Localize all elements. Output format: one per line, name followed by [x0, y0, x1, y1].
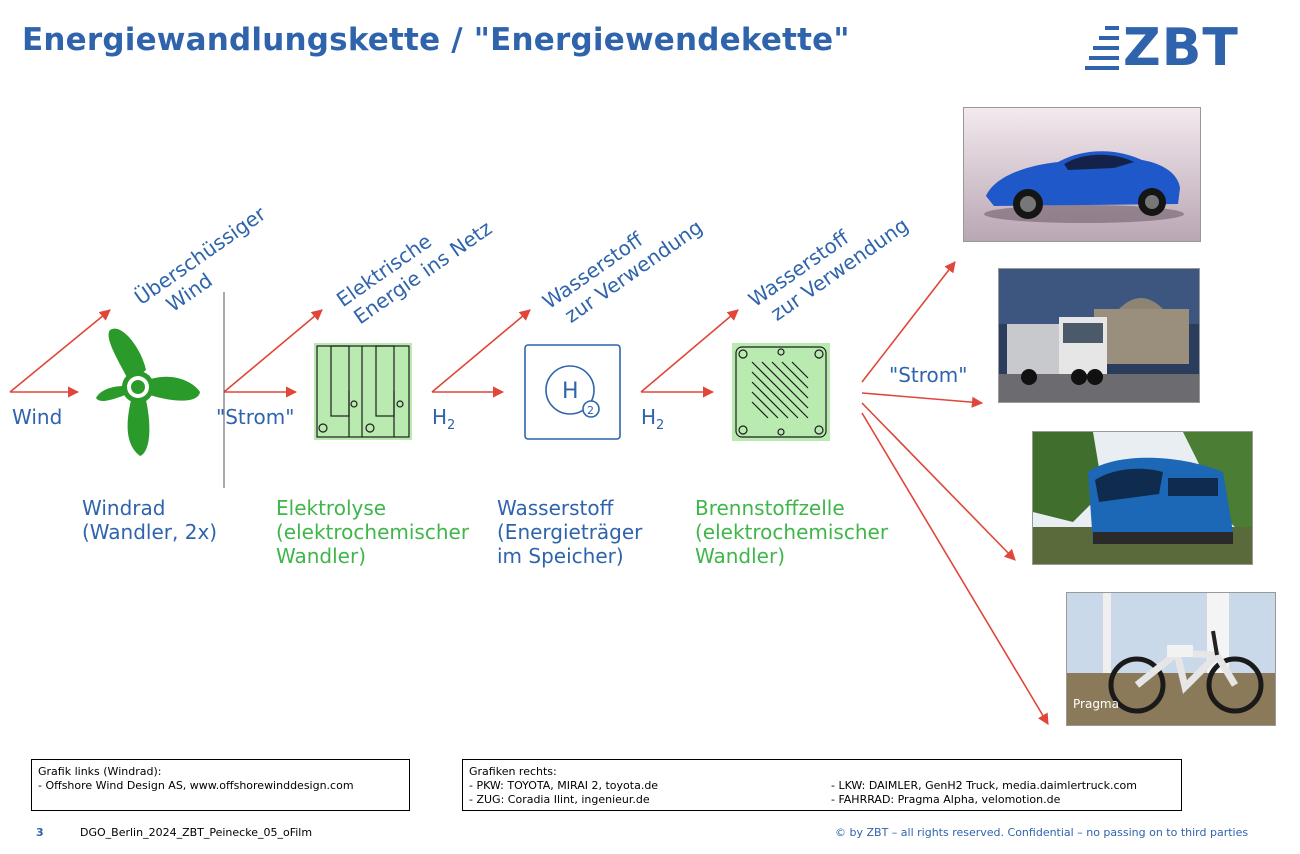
truck-image	[999, 269, 1199, 402]
car-image	[964, 108, 1200, 241]
stage-windrad: Windrad (Wandler, 2x)	[82, 496, 218, 544]
credits-left-line: - Offshore Wind Design AS, www.offshorew…	[38, 779, 354, 792]
credits-left-heading: Grafik links (Windrad):	[38, 765, 162, 778]
page-title: Energiewandlungskette / "Energiewendeket…	[22, 22, 850, 58]
strom-out-label: "Strom"	[889, 363, 968, 387]
electrolyser-icon	[314, 343, 412, 440]
h2-label-1: H2	[432, 405, 456, 433]
page-number: 3	[36, 826, 44, 839]
credits-right: Grafiken rechts: - PKW: TOYOTA, MIRAI 2,…	[462, 759, 1182, 811]
bike-image	[1067, 593, 1275, 725]
credit-train: - ZUG: Coradia Ilint, ingenieur.de	[469, 793, 650, 806]
credits-right-heading: Grafiken rechts:	[469, 765, 557, 778]
zbt-logo: ZBT	[1085, 18, 1285, 78]
footer-filename: DGO_Berlin_2024_ZBT_Peinecke_05_oFilm	[80, 826, 313, 839]
strom-label: "Strom"	[216, 405, 295, 429]
h2-label-2: H2	[641, 405, 665, 433]
stage-brennstoffzelle: Brennstoffzelle (elektrochemischer Wandl…	[695, 496, 889, 568]
car-photo	[963, 107, 1201, 242]
wind-turbine-icon	[96, 328, 200, 456]
h2-icon-text: H	[562, 379, 579, 404]
wind-label: Wind	[12, 405, 63, 429]
train-photo	[1032, 431, 1253, 565]
stage-elektrolyse: Elektrolyse (elektrochemischer Wandler)	[276, 496, 470, 568]
credit-bike: - FAHRRAD: Pragma Alpha, velomotion.de	[831, 793, 1061, 806]
truck-photo	[998, 268, 1200, 403]
stage-wasserstoff: Wasserstoff (Energieträger im Speicher)	[497, 496, 643, 568]
credit-car: - PKW: TOYOTA, MIRAI 2, toyota.de	[469, 779, 659, 792]
credit-truck: - LKW: DAIMLER, GenH2 Truck, media.daiml…	[831, 779, 1137, 792]
fuel-cell-icon	[732, 343, 830, 441]
logo-text: ZBT	[1123, 18, 1239, 78]
flow-arrows	[9, 261, 1049, 725]
footer-copyright: © by ZBT – all rights reserved. Confiden…	[835, 826, 1249, 839]
credits-left: Grafik links (Windrad): - Offshore Wind …	[31, 759, 410, 811]
bike-photo: Pragma	[1066, 592, 1276, 726]
hydrogen-tank-icon	[524, 344, 621, 440]
bike-photo-overlay-text: Pragma	[1073, 697, 1119, 711]
h2-icon-sub: 2	[587, 404, 594, 417]
train-image	[1033, 432, 1252, 564]
